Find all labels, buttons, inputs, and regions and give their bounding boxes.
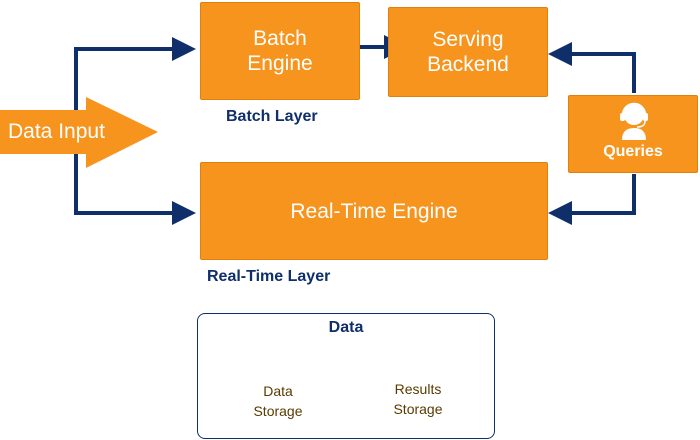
batch-layer-caption: Batch Layer [226, 108, 318, 125]
input-to-realtime-arrow [74, 154, 196, 225]
realtime-engine-box: Real-Time Engine [200, 162, 548, 260]
data-input-arrow-shape [0, 97, 158, 168]
data-storage-label: Data Storage [253, 383, 303, 419]
data-input-label: Data Input [8, 120, 105, 143]
realtime-layer-caption: Real-Time Layer [207, 268, 331, 285]
queries-to-serving-arrow [548, 42, 636, 93]
input-to-batch-arrow [74, 37, 196, 110]
data-panel: Data [197, 313, 495, 439]
batch-engine-label: Batch Engine [247, 27, 313, 75]
results-storage-label: Results Storage [393, 381, 443, 417]
data-panel-title: Data [328, 319, 364, 336]
queries-box: Queries [568, 95, 698, 173]
realtime-engine-label: Real-Time Engine [290, 199, 458, 223]
serving-backend-label: Serving Backend [427, 28, 509, 76]
queries-to-realtime-arrow [548, 174, 636, 225]
queries-label: Queries [603, 143, 663, 160]
batch-engine-box: Batch Engine [200, 2, 360, 100]
serving-backend-box: Serving Backend [388, 7, 548, 97]
headset-user-icon [619, 102, 649, 146]
